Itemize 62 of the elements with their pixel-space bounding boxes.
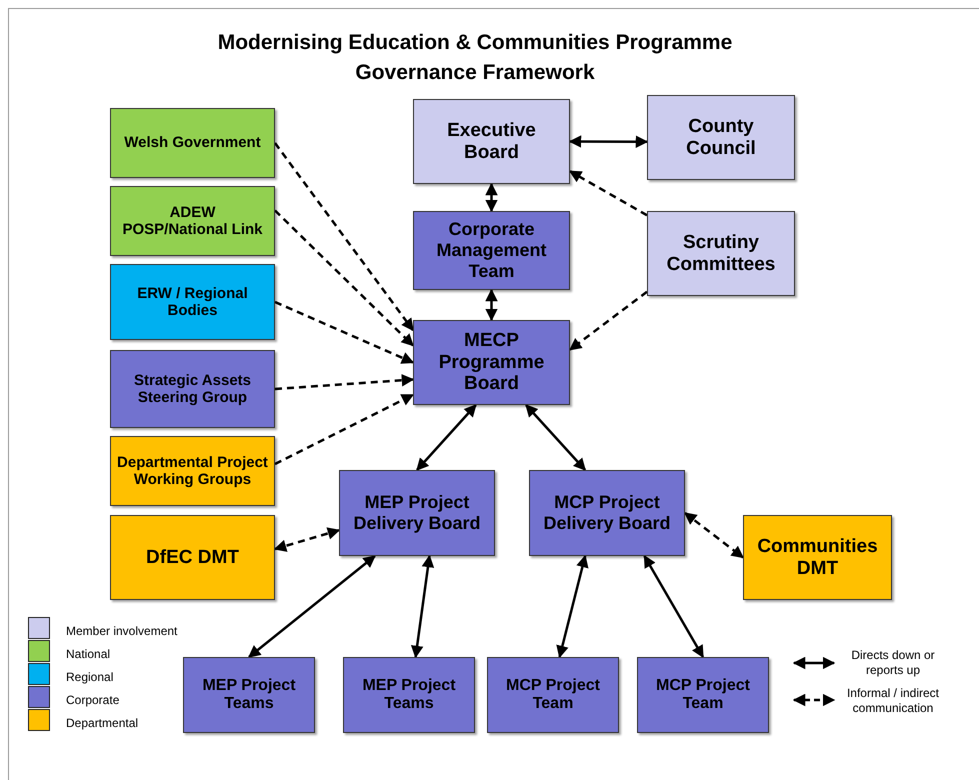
box-label: MECP Programme Board	[438, 330, 546, 396]
group-box	[183, 657, 315, 733]
arrow	[485, 288, 498, 322]
group-box	[413, 99, 570, 184]
diagram-title: Modernising Education & Communities Programme Governance Framework	[216, 30, 734, 86]
group-box	[110, 264, 275, 340]
box-label: Communities DMT	[756, 536, 879, 580]
group-box	[110, 108, 275, 178]
group-box	[110, 515, 275, 600]
legend-label: Departmental	[66, 716, 138, 730]
box-label: Departmental Project Working Groups	[117, 454, 268, 488]
box-label: Welsh Government	[124, 134, 261, 152]
dashed-arrow	[274, 394, 414, 466]
group-box	[110, 436, 275, 506]
legend-label: Regional	[66, 670, 114, 684]
group-box	[110, 186, 275, 256]
dashed-arrow	[274, 527, 340, 552]
arrow	[643, 554, 704, 658]
box-label: MCP Project Team	[655, 676, 751, 714]
legend-label: Corporate	[66, 693, 120, 708]
group-box	[413, 320, 570, 405]
legend-label: National	[66, 647, 110, 662]
dashed-arrow	[274, 210, 414, 346]
dashed-arrow	[274, 374, 414, 390]
box-label: DfEC DMT	[146, 546, 239, 568]
dashed-arrow	[274, 300, 414, 364]
legend-label: Informal / indirect communication	[846, 686, 940, 716]
box-label: MEP Project Teams	[361, 676, 457, 714]
arrow	[416, 404, 477, 471]
arrow	[556, 554, 588, 658]
group-box	[413, 211, 570, 290]
dashed-arrow	[569, 290, 648, 351]
box-label: Corporate Management Team	[435, 219, 548, 282]
arrow	[568, 135, 648, 148]
legend-label: Directs down or reports up	[850, 648, 936, 678]
box-label: Scrutiny Committees	[666, 232, 776, 276]
box-label: MCP Project Delivery Board	[542, 492, 672, 534]
arrow	[410, 554, 434, 658]
box-label: MEP Project Teams	[201, 676, 297, 714]
dashed-arrow	[274, 142, 414, 332]
box-label: MCP Project Team	[505, 676, 601, 714]
group-box	[339, 470, 495, 556]
group-box	[743, 515, 892, 600]
arrow	[525, 404, 586, 471]
box-label: Strategic Assets Steering Group	[133, 372, 252, 406]
group-box	[637, 657, 769, 733]
group-box	[647, 95, 795, 180]
dashed-arrow	[684, 512, 744, 558]
box-label: County Council	[685, 116, 757, 160]
arrow	[248, 555, 376, 658]
group-box	[529, 470, 685, 556]
box-label: MEP Project Delivery Board	[352, 492, 482, 534]
group-box	[647, 211, 795, 296]
dashed-arrow	[568, 170, 648, 216]
group-box	[110, 350, 275, 428]
legend-label: Member involvement	[66, 624, 178, 638]
group-box	[343, 657, 475, 733]
box-label: ADEW POSP/National Link	[121, 204, 264, 238]
box-label: ERW / Regional Bodies	[136, 284, 249, 320]
box-label: Executive Board	[446, 120, 537, 164]
arrow	[485, 182, 498, 212]
group-box	[487, 657, 619, 733]
